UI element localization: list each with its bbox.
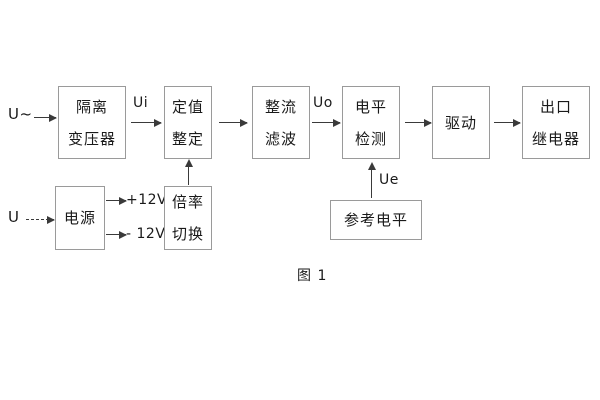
block-level-detect-line1: 电平 [354, 97, 387, 116]
input-dc-label: U [8, 208, 20, 226]
block-level-detect: 电平 检测 [342, 86, 400, 159]
block-ratio-switch: 倍率 切换 [164, 186, 212, 250]
block-reference-level: 参考电平 [330, 200, 422, 240]
arrow-setting-value-to-rectify-filter [219, 118, 248, 127]
block-isolation-transformer-line1: 隔离 [75, 97, 108, 116]
arrow-input-to-isolation-transformer [34, 113, 57, 122]
block-isolation-transformer-line2: 变压器 [67, 129, 116, 148]
arrow-rectify-filter-to-level-detect [312, 118, 341, 127]
arrow-level-detect-to-drive [405, 118, 432, 127]
block-power-supply: 电源 [55, 186, 105, 250]
block-power-supply-line1: 电源 [63, 209, 96, 227]
arrow-ratio-switch-to-setting-value [184, 159, 193, 185]
block-output-relay-line2: 继电器 [531, 129, 580, 148]
block-output-relay-line1: 出口 [539, 97, 572, 116]
arrow-input-to-power-supply [26, 215, 55, 224]
block-setting-value-line2: 整定 [171, 129, 204, 148]
block-setting-value: 定值 整定 [164, 86, 212, 159]
block-output-relay: 出口 继电器 [522, 86, 590, 159]
figure-caption: 图 1 [297, 268, 328, 284]
block-isolation-transformer: 隔离 变压器 [58, 86, 126, 159]
signal-ue-label: Ue [379, 172, 399, 188]
input-ac-label: U~ [8, 105, 33, 123]
arrow-reference-level-to-level-detect [367, 162, 376, 198]
block-ratio-switch-line2: 切换 [171, 225, 204, 243]
block-drive: 驱动 [432, 86, 490, 159]
block-ratio-switch-line1: 倍率 [171, 193, 204, 211]
block-level-detect-line2: 检测 [354, 129, 387, 148]
supply-positive-label: +12V [126, 192, 168, 208]
block-drive-line1: 驱动 [444, 113, 477, 132]
block-setting-value-line1: 定值 [171, 97, 204, 116]
signal-uo-label: Uo [313, 95, 333, 111]
arrow-drive-to-output-relay [494, 118, 521, 127]
arrow-power-supply-positive [106, 196, 127, 205]
block-reference-level-line1: 参考电平 [343, 211, 408, 229]
supply-negative-label: - 12V [126, 226, 166, 242]
block-rectify-filter: 整流 滤波 [252, 86, 310, 159]
block-rectify-filter-line1: 整流 [264, 97, 297, 116]
signal-ui-label: Ui [133, 95, 149, 111]
block-rectify-filter-line2: 滤波 [264, 129, 297, 148]
arrow-power-supply-negative [106, 230, 127, 239]
arrow-isolation-transformer-to-setting-value [131, 118, 162, 127]
